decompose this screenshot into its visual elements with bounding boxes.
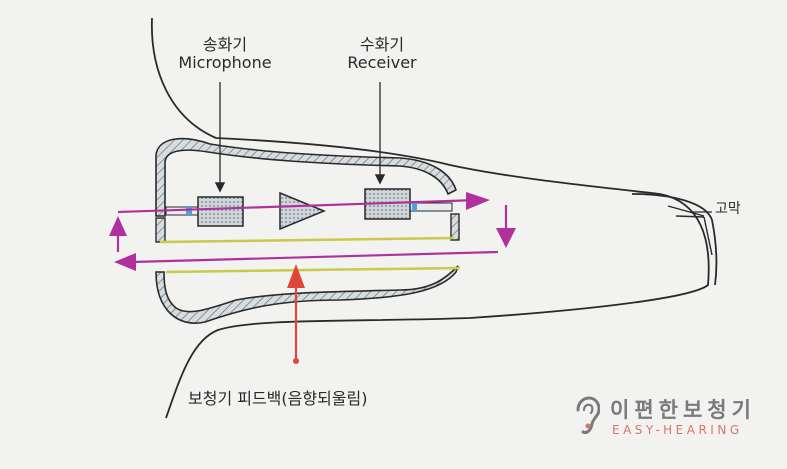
microphone-component — [197, 196, 244, 227]
feedback-arrowhead — [287, 264, 305, 288]
ear-icon — [576, 396, 600, 434]
brand-logo: 이편한보청기 EASY-HEARING — [574, 394, 774, 444]
leak-path-upper — [159, 236, 455, 244]
microphone-label-ko: 송화기 — [202, 35, 248, 54]
signal-down-arrowhead — [496, 228, 516, 248]
hearing-aid-inlet — [155, 217, 166, 243]
amplifier-component — [279, 191, 326, 231]
signal-forward-arrowhead — [466, 192, 490, 210]
mic-tube-accent — [186, 207, 192, 215]
signal-return-arrowhead — [114, 253, 136, 271]
ear-canal-outline — [151, 17, 710, 419]
eardrum-label: 고막 — [715, 201, 741, 217]
hearing-aid-shell-top — [155, 137, 457, 217]
receiver-label-ko: 수화기 — [359, 35, 405, 54]
hearing-aid-tip — [450, 213, 460, 241]
microphone-label-en: Microphone — [178, 53, 272, 73]
microphone-label: 송화기 Microphone — [160, 35, 290, 73]
signal-up-arrowhead — [109, 216, 127, 236]
receiver-label-en: Receiver — [347, 53, 417, 73]
receiver-label: 수화기 Receiver — [322, 35, 442, 73]
brand-subtitle: EASY-HEARING — [612, 423, 743, 437]
signal-return-arrow — [131, 250, 499, 264]
hearing-aid-shell-bottom — [155, 265, 459, 324]
feedback-origin-dot — [293, 358, 299, 364]
brand-name: 이편한보청기 — [610, 398, 756, 422]
leak-path-lower — [165, 266, 461, 274]
receiver-tube-accent — [412, 203, 417, 211]
eardrum — [631, 193, 718, 286]
feedback-label: 보청기 피드백(음향되울림) — [188, 389, 368, 408]
signal-forward-arrow — [117, 198, 479, 214]
